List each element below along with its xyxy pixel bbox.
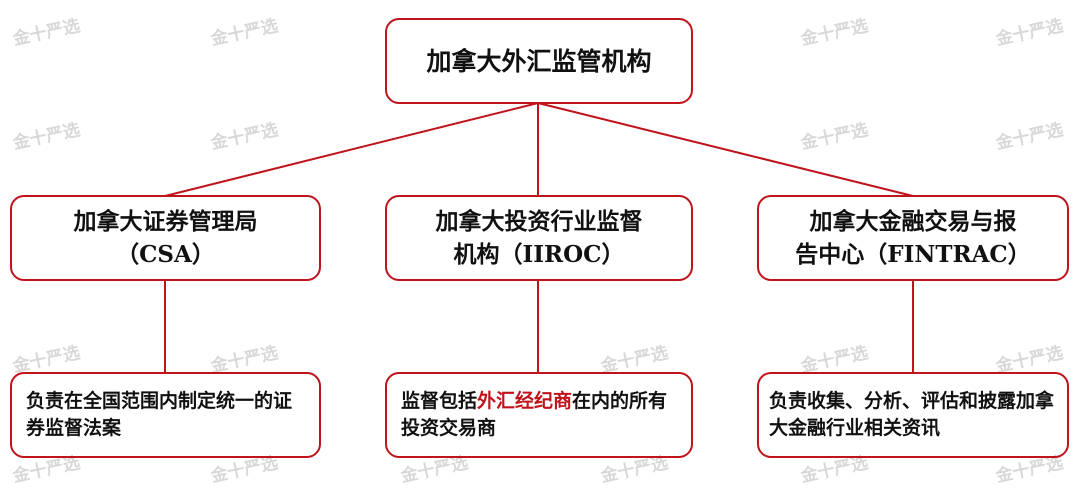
node-csa: 加拿大证券管理局 （CSA） [10, 195, 321, 281]
desc-after: 在内的所有投资交易商 [401, 390, 668, 439]
desc-text: 监督包括外汇经纪商在内的所有投资交易商 [401, 388, 677, 442]
root-title: 加拿大外汇监管机构 [426, 46, 652, 76]
connector-root-fintrac [537, 102, 914, 197]
node-title-line1: 加拿大证券管理局 [73, 208, 258, 235]
node-title-line1: 加拿大投资行业监督 [435, 208, 643, 235]
desc-iiroc: 监督包括外汇经纪商在内的所有投资交易商 [385, 372, 693, 458]
node-title-line2: （CSA） [116, 241, 215, 268]
root-node: 加拿大外汇监管机构 [385, 18, 693, 104]
desc-text: 负责在全国范围内制定统一的证券监督法案 [26, 390, 293, 439]
node-iiroc: 加拿大投资行业监督机构（IIROC） [385, 195, 693, 281]
node-title-line2: 机构（IIROC） [453, 241, 625, 268]
node-fintrac: 加拿大金融交易与报告中心（FINTRAC） [757, 195, 1069, 281]
node-title-line1: 加拿大金融交易与报 [809, 208, 1017, 235]
connector-root-csa [164, 102, 539, 197]
desc-text: 负责收集、分析、评估和披露加拿大金融行业相关资讯 [769, 390, 1055, 439]
node-title-line2: 告中心（FINTRAC） [795, 241, 1031, 268]
desc-fintrac: 负责收集、分析、评估和披露加拿大金融行业相关资讯 [757, 372, 1069, 458]
desc-highlight: 外汇经纪商 [477, 390, 573, 412]
desc-csa: 负责在全国范围内制定统一的证券监督法案 [10, 372, 321, 458]
desc-before: 监督包括 [401, 390, 478, 412]
